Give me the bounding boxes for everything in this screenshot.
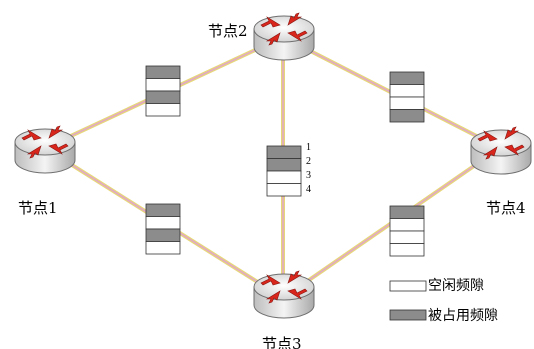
slot-stack-n1-n3: [145, 203, 181, 255]
slot-2-free: [145, 78, 181, 92]
slot-1-occupied: [266, 145, 302, 159]
slot-4-free: [145, 103, 181, 117]
slot-4-occupied: [389, 109, 425, 123]
slot-4-free: [145, 241, 181, 255]
slot-number-1: 1: [306, 142, 311, 153]
slot-stack-n3-n4: [389, 205, 425, 257]
legend-free-label: 空闲频隙: [428, 278, 484, 294]
slot-2-free: [145, 216, 181, 230]
router-icon: [14, 125, 76, 174]
slot-3-free: [389, 96, 425, 110]
slot-2-free: [389, 218, 425, 232]
legend-occupied-label: 被占用频隙: [428, 308, 498, 324]
slot-3-occupied: [145, 228, 181, 242]
slot-4-free: [266, 183, 302, 197]
node-label-2: 节点2: [208, 22, 248, 40]
slot-1-occupied: [145, 65, 181, 79]
router-icon: [253, 12, 315, 61]
legend: 空闲频隙 被占用频隙: [389, 278, 498, 324]
legend-free-swatch: [389, 280, 427, 292]
router-icon: [470, 126, 532, 175]
slot-2-free: [389, 84, 425, 98]
slot-stack-n2-n3: [266, 145, 302, 197]
node-label-3: 节点3: [262, 335, 302, 349]
slot-1-occupied: [389, 71, 425, 85]
slot-3-free: [389, 230, 425, 244]
slot-3-free: [266, 170, 302, 184]
node-label-1: 节点1: [18, 199, 58, 217]
node-label-4: 节点4: [486, 199, 526, 217]
slot-numbers: 1 2 3 4: [306, 142, 311, 195]
node-3: 节点3: [253, 270, 315, 349]
node-2: 节点2: [208, 12, 315, 61]
slot-stack-n1-n2: [145, 65, 181, 117]
slot-stacks: [145, 65, 425, 257]
slot-1-occupied: [389, 205, 425, 219]
slot-4-free: [389, 243, 425, 257]
slot-2-occupied: [266, 158, 302, 172]
slot-3-occupied: [145, 90, 181, 104]
legend-occupied-swatch: [389, 309, 427, 321]
slot-stack-n2-n4: [389, 71, 425, 123]
slot-number-4: 4: [306, 184, 311, 195]
slot-number-3: 3: [306, 170, 311, 181]
slot-number-2: 2: [306, 156, 311, 167]
node-4: 节点4: [470, 126, 532, 217]
node-1: 节点1: [14, 125, 76, 217]
router-icon: [253, 270, 315, 319]
slot-1-occupied: [145, 203, 181, 217]
